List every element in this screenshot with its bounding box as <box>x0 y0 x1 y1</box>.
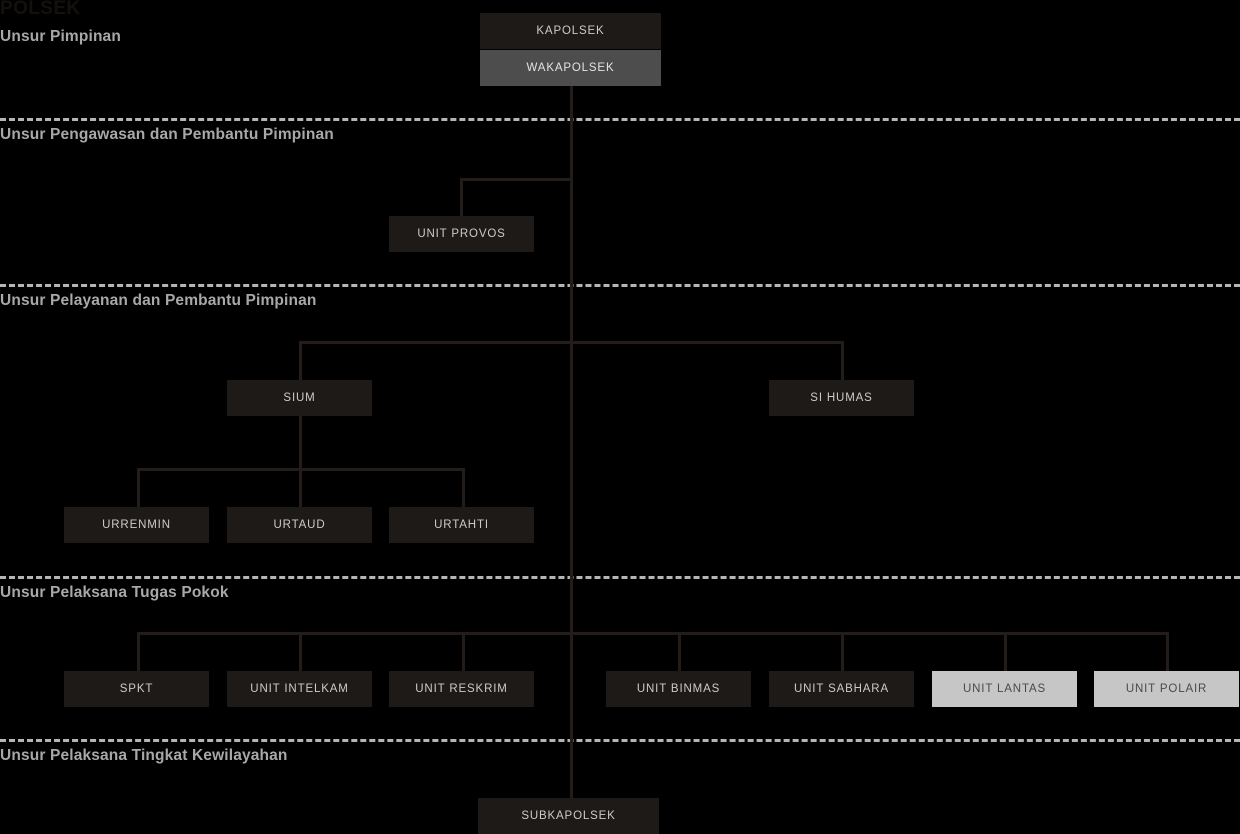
sium-connector-vertical <box>299 341 302 380</box>
node-unit-polair[interactable]: UNIT POLAIR <box>1094 671 1239 707</box>
intelkam-connector <box>299 632 302 671</box>
node-subkapolsek[interactable]: SUBKAPOLSEK <box>478 798 659 834</box>
sium-dropline <box>299 416 302 468</box>
node-unit-intelkam[interactable]: UNIT INTELKAM <box>227 671 372 707</box>
node-wakapolsek[interactable]: WAKAPOLSEK <box>480 50 661 86</box>
lantas-connector <box>1004 632 1007 671</box>
section-divider-2 <box>0 284 1240 287</box>
trunk-line-1 <box>570 86 573 178</box>
node-si-humas[interactable]: SI HUMAS <box>769 380 914 416</box>
section-divider-3 <box>0 576 1240 579</box>
trunk-line-2 <box>570 178 573 343</box>
node-unit-sabhara[interactable]: UNIT SABHARA <box>769 671 914 707</box>
section-label-unsur-pelaksana-kewilayahan: Unsur Pelaksana Tingkat Kewilayahan <box>0 747 288 764</box>
node-urrenmin[interactable]: URRENMIN <box>64 507 209 543</box>
section-label-unsur-pelaksana-tugas-pokok: Unsur Pelaksana Tugas Pokok <box>0 584 229 601</box>
node-kapolsek[interactable]: KAPOLSEK <box>480 13 661 49</box>
pelayanan-connector-bar <box>299 341 844 344</box>
spkt-connector <box>137 632 140 671</box>
section-label-unsur-pimpinan: Unsur Pimpinan <box>0 28 121 45</box>
section-label-unsur-pelayanan: Unsur Pelayanan dan Pembantu Pimpinan <box>0 292 317 309</box>
pelaksana-connector-bar <box>137 632 1167 635</box>
node-spkt[interactable]: SPKT <box>64 671 209 707</box>
node-unit-binmas[interactable]: UNIT BINMAS <box>606 671 751 707</box>
urtaud-connector <box>299 468 302 507</box>
node-unit-lantas[interactable]: UNIT LANTAS <box>932 671 1077 707</box>
node-sium[interactable]: SIUM <box>227 380 372 416</box>
provos-connector-vertical <box>460 178 463 217</box>
urtahti-connector <box>462 468 465 507</box>
trunk-line-4 <box>570 635 573 800</box>
reskrim-connector <box>462 632 465 671</box>
binmas-connector <box>678 632 681 671</box>
page-title: POLSEK <box>0 0 81 19</box>
polair-connector <box>1166 632 1169 671</box>
node-urtahti[interactable]: URTAHTI <box>389 507 534 543</box>
node-unit-reskrim[interactable]: UNIT RESKRIM <box>389 671 534 707</box>
node-urtaud[interactable]: URTAUD <box>227 507 372 543</box>
sihumas-connector-vertical <box>841 341 844 380</box>
sabhara-connector <box>841 632 844 671</box>
section-label-unsur-pengawasan: Unsur Pengawasan dan Pembantu Pimpinan <box>0 126 334 143</box>
provos-connector-horizontal <box>460 178 573 181</box>
node-unit-provos[interactable]: UNIT PROVOS <box>389 216 534 252</box>
trunk-line-3 <box>570 343 573 635</box>
urrenmin-connector <box>137 468 140 507</box>
section-divider-1 <box>0 118 1240 121</box>
section-divider-4 <box>0 739 1240 742</box>
